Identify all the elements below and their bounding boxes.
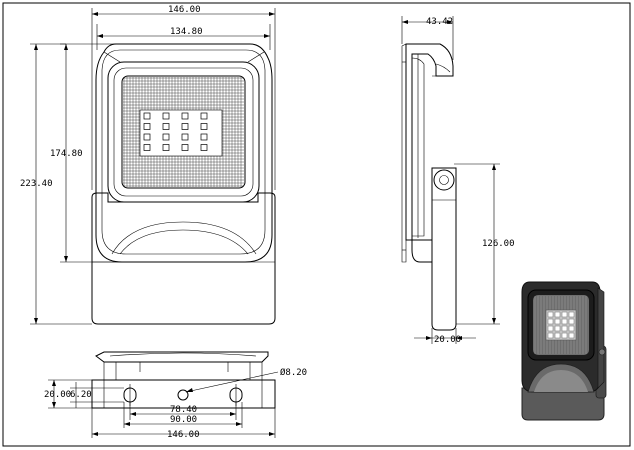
render-led-2-0 [547, 325, 554, 332]
front-housing-outer [95, 43, 273, 263]
render-led-1-2 [561, 318, 568, 325]
render-led-3-1 [554, 332, 561, 339]
bottom-hole-spacing-label: 78.40 [170, 405, 197, 415]
bottom-view: Ø8.20 20.00 6.20 78.40 [44, 351, 307, 440]
led-0-0 [143, 112, 151, 120]
render-led-2-3 [568, 325, 575, 332]
render-led-0-3 [568, 311, 575, 318]
bottom-slot-spacing-label: 90.00 [170, 415, 197, 425]
dim-bottom-hole-spacing: 78.40 [129, 402, 237, 420]
front-height-body-label: 174.80 [50, 149, 83, 159]
side-pivot-inner [439, 175, 449, 185]
led-3-1 [162, 144, 170, 151]
render-led-grid [547, 311, 575, 339]
bottom-housing [95, 351, 269, 363]
led-0-1 [162, 112, 170, 120]
render-led-3-3 [568, 332, 575, 339]
bottom-height-label: 20.00 [44, 390, 71, 400]
front-width-overall-label: 146.00 [168, 5, 201, 15]
front-bracket [91, 192, 276, 325]
front-width-inner-label: 134.80 [170, 27, 203, 37]
led-2-2 [181, 133, 189, 141]
led-0-3 [200, 112, 208, 120]
render-led-1-3 [568, 318, 575, 325]
product-render [521, 281, 607, 421]
led-3-3 [200, 144, 208, 151]
dim-side-bracket-depth: 20.00 [414, 328, 476, 345]
side-housing [405, 43, 454, 263]
side-mount-height-label: 126.00 [482, 239, 515, 249]
render-led-3-2 [561, 332, 568, 339]
dim-side-depth: 43.42 [401, 16, 454, 60]
led-2-1 [162, 133, 170, 141]
led-2-0 [143, 133, 151, 141]
led-grid [143, 112, 208, 151]
front-view: 146.00 134.80 174.80 223.40 [20, 5, 276, 325]
led-0-2 [181, 112, 189, 120]
bottom-offset-label: 6.20 [70, 390, 92, 400]
side-bracket [431, 167, 457, 331]
led-1-3 [200, 123, 208, 130]
bottom-hole-diameter-label: Ø8.20 [280, 367, 307, 378]
render-led-1-0 [547, 318, 554, 325]
bottom-center-hole [177, 389, 189, 401]
front-arch [111, 221, 257, 255]
front-housing-inner [101, 49, 266, 255]
render-led-2-2 [561, 325, 568, 332]
side-depth-label: 43.42 [426, 17, 453, 27]
dim-front-height-body: 174.80 [50, 43, 122, 263]
render-led-0-2 [561, 311, 568, 318]
side-view: 43.42 126.00 20.00 [401, 16, 515, 345]
render-bracket [521, 387, 605, 421]
dim-bottom-slot-spacing: 90.00 [123, 402, 243, 428]
render-led-0-1 [554, 311, 561, 318]
dim-bottom-offset: 6.20 [70, 382, 124, 408]
render-led-1-1 [554, 318, 561, 325]
bottom-plate [91, 379, 276, 409]
led-3-2 [181, 144, 189, 151]
bottom-width-overall-label: 146.00 [167, 430, 200, 440]
render-led-2-1 [554, 325, 561, 332]
led-1-2 [181, 123, 189, 130]
side-pivot-outer [433, 169, 455, 191]
led-2-3 [200, 133, 208, 141]
front-bezel [107, 61, 260, 203]
dim-bottom-height: 20.00 [44, 379, 92, 409]
render-led-3-0 [547, 332, 554, 339]
dim-side-mount-height: 126.00 [454, 163, 515, 325]
render-led-0-0 [547, 311, 554, 318]
dim-bottom-hole-diameter: Ø8.20 [185, 367, 307, 393]
front-height-overall-label: 223.40 [20, 179, 53, 189]
dim-front-height-overall: 223.40 [20, 43, 92, 325]
led-1-1 [162, 123, 170, 130]
led-3-0 [143, 144, 151, 151]
side-bracket-depth-label: 20.00 [434, 335, 461, 345]
dim-bottom-width-overall: 146.00 [91, 408, 276, 440]
front-lens [121, 75, 246, 189]
dim-front-width-inner: 134.80 [96, 24, 271, 50]
led-1-0 [143, 123, 151, 130]
dim-front-width-overall: 146.00 [91, 5, 276, 190]
